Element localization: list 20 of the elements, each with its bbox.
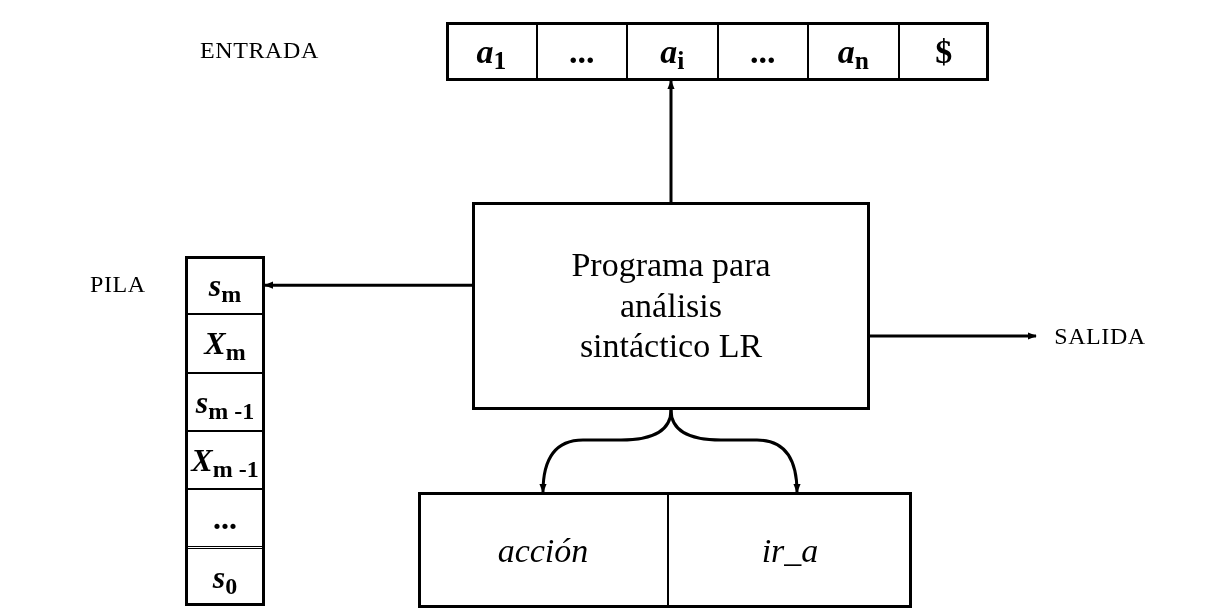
- stack-cell: s$_{m -1}$: [185, 372, 265, 431]
- stack-cell: X$_{m -1}$: [185, 430, 265, 490]
- side-label: PILA: [90, 270, 146, 299]
- output-label: SALIDA: [1040, 320, 1160, 352]
- arrow: [667, 80, 675, 202]
- tape-cell: ...: [717, 22, 808, 81]
- process-box: Programa para análisis sintáctico LR: [472, 202, 870, 410]
- tape-cell: a$_{n}$: [808, 22, 899, 81]
- arrow: [669, 409, 801, 493]
- container-box: [185, 256, 265, 606]
- stack-cell: X$_{m}$: [185, 314, 265, 373]
- input-label: ENTRADA: [200, 36, 319, 65]
- arrow: [264, 281, 472, 289]
- tape-cell: a$_{i}$: [627, 22, 718, 81]
- arrow: [539, 409, 673, 493]
- container-box: [446, 22, 989, 81]
- arrow: [870, 332, 1037, 340]
- stack-cell: ...: [185, 489, 265, 548]
- container-box: [418, 492, 912, 608]
- tape-cell: ...: [536, 22, 627, 81]
